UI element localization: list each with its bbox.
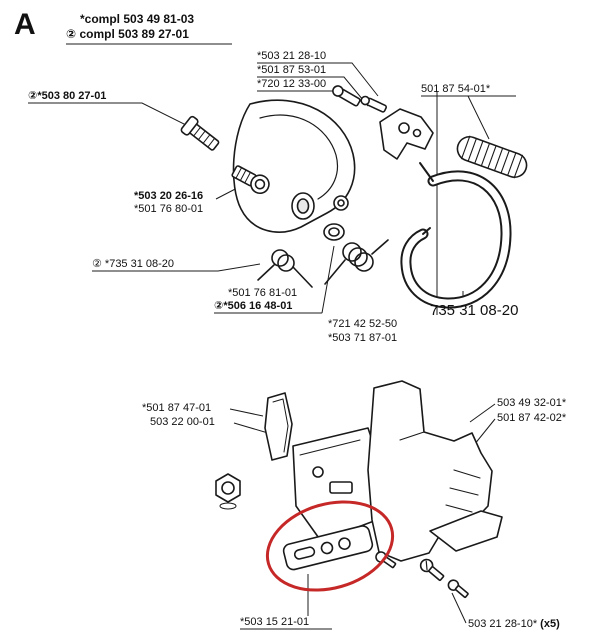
- cover-screw-icon-2: [447, 579, 469, 598]
- part-label-501-87-53-01: *501 87 53-01: [257, 64, 327, 76]
- brake-lever-mechanism: [332, 85, 434, 160]
- torsion-spring-left: [257, 249, 313, 288]
- torsion-spring-right: [324, 239, 389, 285]
- part-label-503-49-32-01: 503 49 32-01*: [497, 397, 567, 409]
- hand-guard: [232, 99, 356, 233]
- part-label-503-80-27-01: ②*503 80 27-01: [28, 90, 107, 102]
- part-label-501-76-80-01: *501 76 80-01: [134, 203, 204, 215]
- cover-screw-icon-1: [419, 558, 445, 582]
- red-highlight-ellipse: [265, 500, 395, 592]
- section-letter: A: [14, 8, 36, 41]
- compl-label-1: *compl 503 49 81-03: [80, 12, 195, 26]
- part-label-735-31-08-20-left: ② *735 31 08-20: [92, 258, 175, 270]
- clutch-cover: [367, 380, 503, 562]
- screw-icon: [180, 115, 220, 151]
- part-label-503-21-28-10-top: *503 21 28-10: [257, 50, 327, 62]
- part-label-721-42-52-50: *721 42 52-50: [328, 318, 398, 330]
- bar-nut: [215, 473, 241, 510]
- part-label-501-87-54-01: 501 87 54-01*: [421, 83, 491, 95]
- part-label-501-76-81-01: *501 76 81-01: [228, 287, 298, 299]
- part-label-503-21-28-10-x5-number: 503 21 28-10*: [468, 618, 538, 630]
- inner-plate: [292, 427, 383, 542]
- coil-spring: [456, 135, 528, 179]
- part-label-503-20-26-16: *503 20 26-16: [134, 190, 204, 202]
- part-label-503-15-21-01: *503 15 21-01: [240, 616, 310, 628]
- part-label-735-31-08-20-right: 735 31 08-20: [430, 302, 519, 319]
- bolt-icon: [231, 165, 270, 195]
- guide-plate: [282, 525, 374, 571]
- washer-cup: [323, 195, 349, 241]
- compl-label-2: ② compl 503 89 27-01: [66, 27, 189, 41]
- part-label-720-12-33-00: *720 12 33-00: [257, 78, 327, 90]
- part-label-501-87-47-01: *501 87 47-01: [142, 402, 212, 414]
- brake-band: [400, 162, 512, 309]
- parts: [180, 85, 528, 598]
- part-label-x5-qty: (x5): [537, 618, 560, 630]
- chain-catcher-bracket: [264, 392, 293, 461]
- part-label-503-71-87-01: *503 71 87-01: [328, 332, 398, 344]
- part-label-503-22-00-01: 503 22 00-01: [150, 416, 215, 428]
- part-label-501-87-42-02: 501 87 42-02*: [497, 412, 567, 424]
- part-label-506-16-48-01: ②*506 16 48-01: [214, 300, 293, 312]
- part-label-503-21-28-10-x5: 503 21 28-10* (x5): [468, 618, 560, 630]
